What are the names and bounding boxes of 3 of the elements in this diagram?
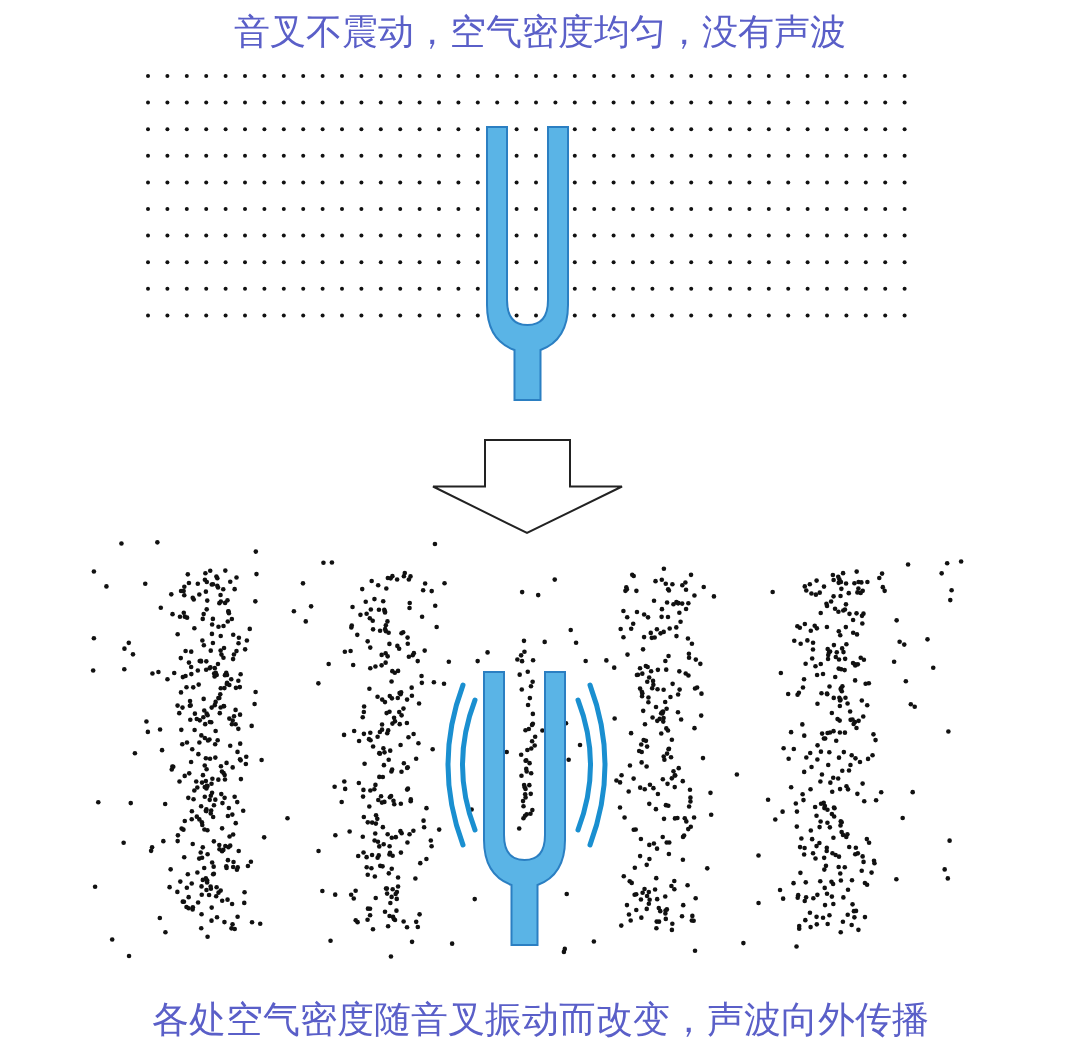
node-label: 各处空气密度随音叉振动而改变，声波向外传播 [150,997,930,1043]
heading: 音叉不震动，空气密度均匀，没有声波 [233,10,847,54]
block-arrow [432,439,623,535]
